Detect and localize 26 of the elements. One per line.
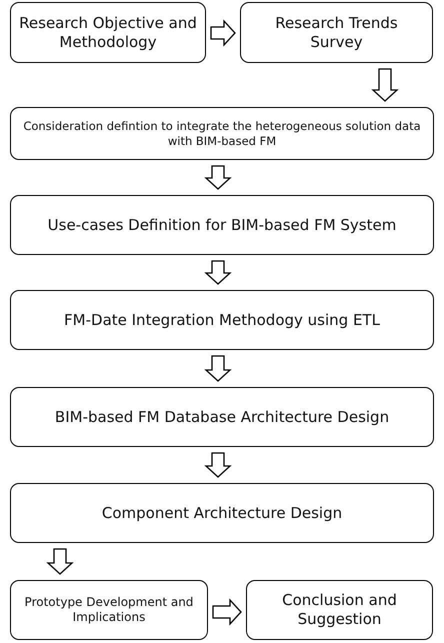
step-text: FM-Date Integration Methodogy using ETL: [64, 310, 380, 330]
step-text: Consideration defintion to integrate the heterogeneous solution data with BIM-based FM: [22, 119, 422, 148]
step-text: BIM-based FM Database Architecture Design: [54, 408, 390, 426]
block-arrow: [204, 165, 232, 190]
block-arrow: [204, 260, 232, 285]
process-box: [10, 2, 206, 63]
block-arrow: [204, 452, 232, 478]
step-text: Component Architecture Design: [102, 504, 342, 522]
block-arrow: [371, 68, 399, 102]
block-arrow: [204, 355, 232, 382]
step-text: Prototype Development and Implications: [24, 595, 194, 625]
process-box: [10, 195, 434, 255]
block-arrow: [212, 598, 242, 626]
process-box: [240, 2, 433, 63]
step-text: Use-cases Definition for BIM-based FM System: [48, 216, 396, 234]
step-text: Conclusion and Suggestion: [281, 591, 398, 629]
block-arrow: [46, 548, 74, 575]
process-box: [10, 580, 208, 640]
process-box: [10, 107, 434, 160]
block-arrow: [210, 19, 236, 47]
step-text: Research Trends Survey: [274, 14, 399, 52]
process-box: [10, 387, 434, 447]
step-text: Research Objective and Methodology: [19, 14, 197, 52]
process-box: [10, 483, 434, 543]
process-box: [246, 580, 433, 640]
process-box: [10, 290, 434, 350]
